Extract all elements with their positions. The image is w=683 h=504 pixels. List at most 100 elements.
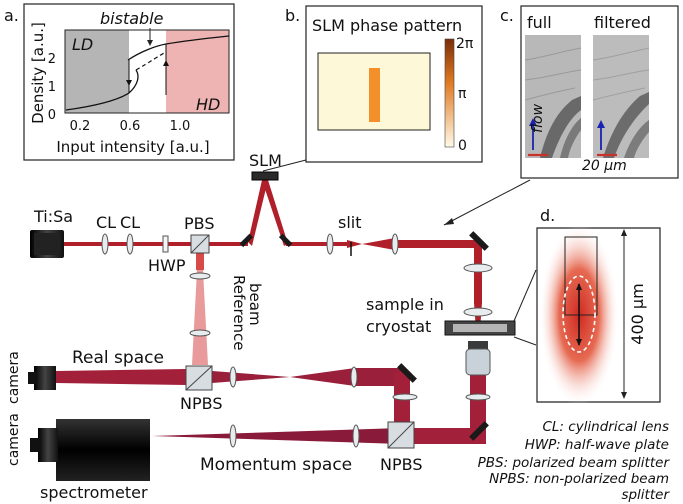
real-lens-1 — [229, 366, 237, 388]
beam-real-1 — [56, 369, 186, 385]
curve-lower — [65, 69, 139, 111]
spot-axis-down — [576, 339, 582, 346]
mirror-slm-out — [278, 233, 293, 248]
bistable-arrow-head — [147, 40, 153, 46]
pump-ellipse — [562, 275, 596, 353]
slit-window — [564, 236, 598, 316]
beam-npbs-vertical — [394, 372, 410, 436]
real-lens-2 — [350, 366, 358, 388]
mom-lens-1 — [229, 424, 237, 448]
mirror-bottom-right — [469, 421, 489, 441]
legend: CL: cylindrical lens HWP: half-wave plat… — [478, 419, 671, 503]
lens-after-slit — [391, 233, 399, 255]
bistable-label: bistable — [100, 9, 164, 28]
xlabel: Input intensity [a.u.] — [56, 138, 209, 156]
camera-real-back — [28, 372, 36, 384]
xtick-2: 1.0 — [170, 119, 191, 134]
beam-real-4 — [355, 368, 404, 386]
ref-beam-top — [196, 250, 204, 270]
panel-c: c. full filtered flow 20 μm — [500, 5, 679, 179]
cryostat-window — [453, 324, 507, 332]
panel-d: d. 400 μm — [536, 206, 661, 407]
ytick-2: 2 — [48, 52, 56, 67]
flow-arrow-2-head — [597, 120, 605, 128]
ylabel: Density [a.u.] — [29, 22, 47, 124]
phase-stripe — [369, 68, 380, 122]
mirror-real — [397, 363, 417, 383]
plot-axes — [64, 29, 230, 114]
camera-momentum — [38, 428, 58, 462]
mom-lens-2 — [352, 424, 360, 448]
ref-lens-2 — [189, 329, 211, 337]
lens-down-2 — [463, 307, 493, 317]
pbs-label: PBS — [184, 214, 215, 233]
cbar-tick-0: 0 — [458, 138, 467, 154]
npbs-label-1: NPBS — [180, 394, 222, 413]
ytick-0: 0 — [48, 108, 56, 123]
hwp-plate — [162, 235, 169, 253]
panel-b-label: b. — [285, 6, 300, 25]
spot-axis-up — [576, 283, 582, 290]
panel-b: b. SLM phase pattern 2π π 0 — [285, 5, 483, 163]
panel-c-label: c. — [500, 6, 514, 25]
beam-after-slit — [362, 238, 395, 250]
panel-a-label: a. — [4, 6, 19, 25]
cl-label-2: CL — [120, 213, 140, 232]
spectrometer-label: spectrometer — [40, 483, 148, 502]
reference-beam — [192, 270, 208, 365]
camera-momentum-back — [30, 438, 40, 452]
filtered-streak-2 — [624, 120, 649, 158]
flow-arrow-head — [529, 118, 537, 126]
momentum-space-label: Momentum space — [200, 455, 352, 475]
sample-to-d-line-1 — [513, 269, 537, 322]
ref-lens-1 — [189, 272, 211, 280]
beam-real-3 — [290, 368, 355, 386]
beam-to-slm — [248, 180, 268, 246]
sample-label-1: sample in — [366, 295, 444, 314]
spectrometer-body — [56, 419, 150, 481]
full-title: full — [527, 13, 552, 32]
lens-sample-out — [465, 393, 491, 401]
full-streak-2 — [560, 118, 581, 158]
beam-momentum-1 — [402, 428, 486, 444]
filtered-texture — [592, 47, 650, 101]
phase-colorbar — [444, 38, 455, 148]
jump-down-arrow — [126, 80, 132, 86]
cl-lens-1 — [101, 233, 109, 255]
cl-lens-2 — [126, 233, 134, 255]
filtered-title: filtered — [594, 13, 651, 32]
slm-to-b-line — [262, 159, 307, 172]
ld-label: LD — [72, 35, 93, 54]
filtered-streak-1 — [603, 92, 649, 158]
laser-face — [34, 233, 60, 255]
ytick-1: 1 — [48, 80, 56, 95]
laser-label: Ti:Sa — [33, 207, 73, 226]
lens-down-1 — [463, 263, 493, 273]
npbs-label-2: NPBS — [380, 455, 422, 474]
cbar-tick-2pi: 2π — [456, 36, 474, 52]
cbar-tick-pi: π — [458, 86, 467, 102]
beam-from-slm — [262, 180, 288, 246]
slit-to-c-line — [443, 179, 531, 226]
legend-cl: CL: cylindrical lens — [542, 419, 669, 435]
panel-a: a. bistable LD HD 0 1 2 0.2 0.6 1.0 Inpu… — [4, 3, 235, 161]
mom-lens-vert — [392, 393, 418, 401]
objective-lens — [465, 348, 491, 376]
hd-region — [166, 30, 229, 113]
sample-to-d-line-2 — [513, 336, 537, 346]
jump-up-arrow — [163, 60, 169, 66]
legend-hwp: HWP: half-wave plate — [525, 437, 669, 453]
xtick-0: 0.2 — [70, 119, 91, 134]
scale-label: 20 μm — [582, 158, 627, 174]
xtick-1: 0.6 — [120, 119, 141, 134]
slm-pattern-title: SLM phase pattern — [312, 16, 462, 35]
optical-setup: Ti:Sa CL CL HWP PBS Referencebeam SLM sl… — [6, 151, 516, 502]
hd-label: HD — [196, 95, 220, 114]
lens-before-slit — [326, 233, 334, 255]
beam-momentum-2 — [152, 428, 402, 444]
cl-label-1: CL — [96, 213, 116, 232]
reference-beam-label: Referencebeam — [230, 275, 264, 351]
size-arrow-down — [621, 392, 627, 399]
